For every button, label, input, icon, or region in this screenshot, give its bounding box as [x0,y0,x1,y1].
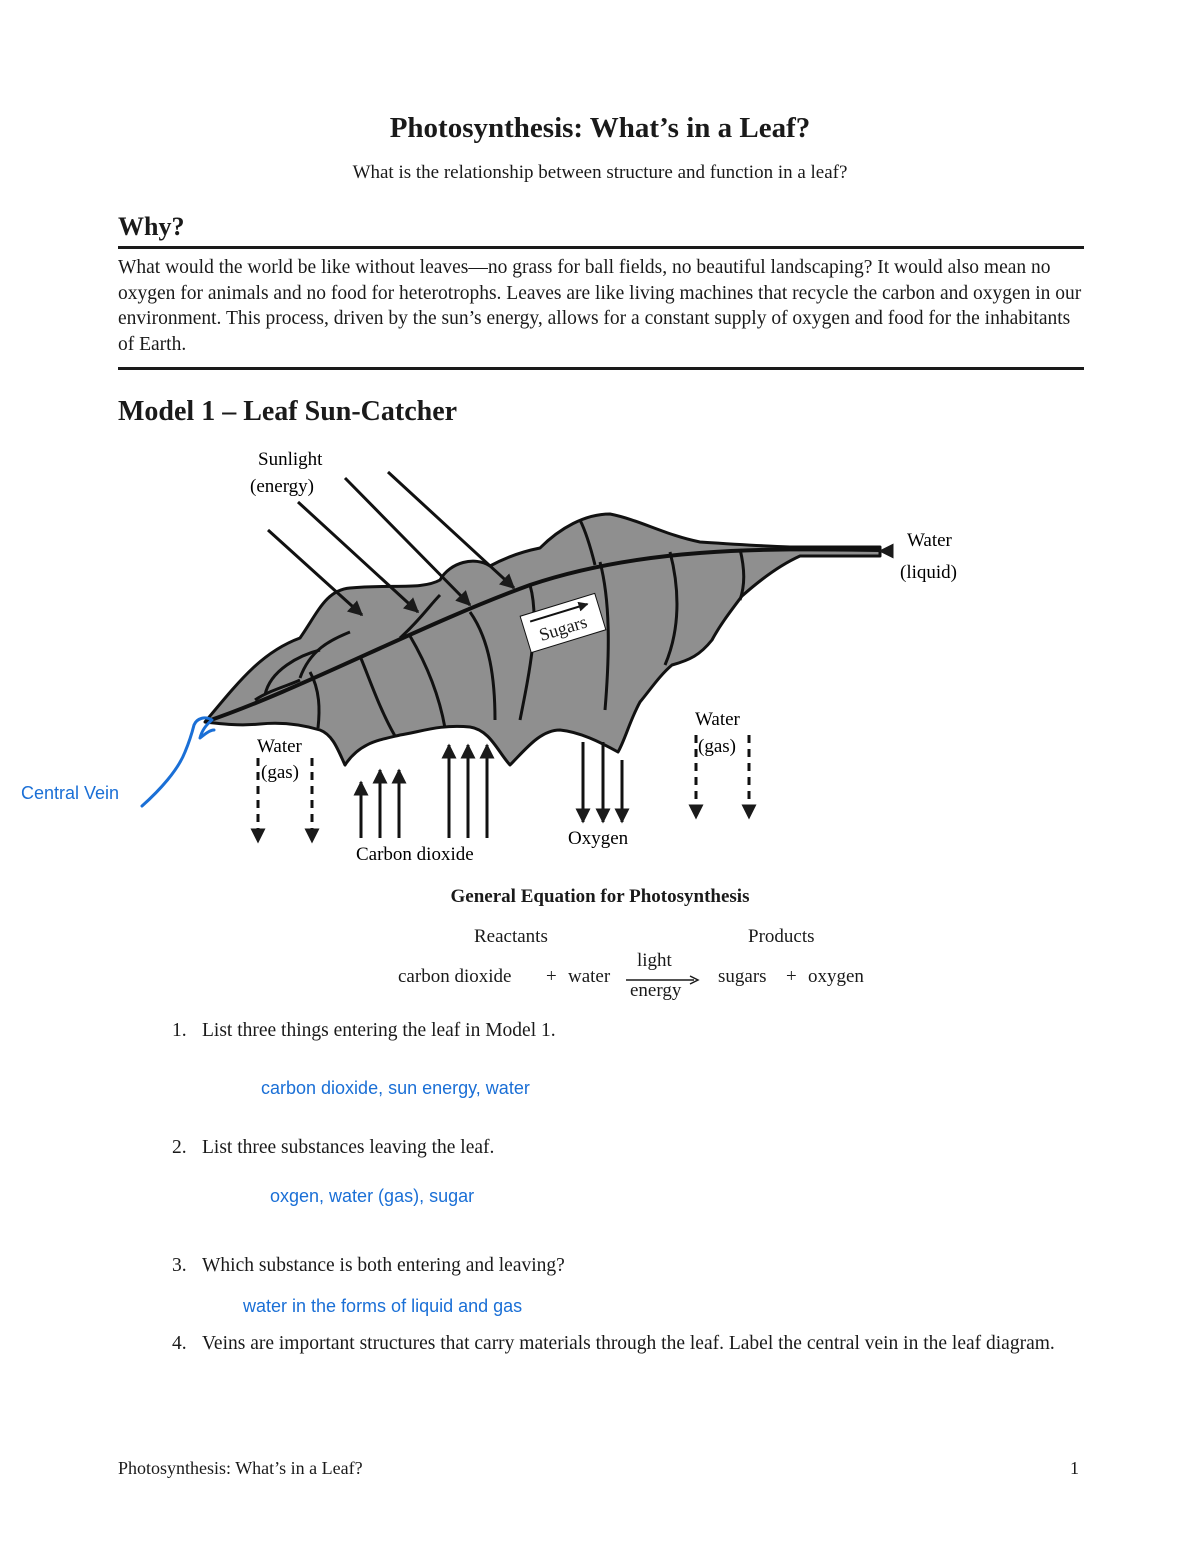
question-number: 2. [172,1137,187,1158]
sunlight-label: Sunlight [258,449,323,470]
page-title: Photosynthesis: What’s in a Leaf? [389,112,811,144]
water-gas-right-sub-label: (gas) [698,736,736,757]
carbon-dioxide-label: Carbon dioxide [356,844,474,865]
divider [118,367,1084,370]
answer-1: carbon dioxide, sun energy, water [261,1078,530,1098]
product-oxygen: oxygen [808,966,864,987]
water-liquid-sub-label: (liquid) [900,562,957,583]
page-subtitle: What is the relationship between structu… [352,162,848,183]
water-liquid-label: Water [907,530,953,551]
carbon-dioxide-arrows [353,743,495,838]
question-2: 2. List three substances leaving the lea… [172,1133,1084,1162]
water-gas-right-label: Water [695,709,741,730]
plus-sign: + [786,966,797,987]
answer-2: oxgen, water (gas), sugar [270,1186,475,1206]
central-vein-pointer [140,716,216,808]
products-label: Products [748,926,815,947]
reaction-arrow [626,975,700,985]
water-gas-left-label: Water [257,736,303,757]
oxygen-arrows [575,742,630,824]
question-number: 1. [172,1020,187,1041]
why-paragraph: What would the world be like without lea… [118,257,1082,355]
question-number: 4. [172,1333,187,1354]
question-4: 4. Veins are important structures that c… [172,1329,1084,1358]
sunlight-arrows [266,470,516,617]
plus-sign: + [546,966,557,987]
water-gas-left-arrows [250,758,320,844]
sunlight-sub-label: (energy) [250,476,314,497]
answer-3: water in the forms of liquid and gas [243,1296,523,1316]
question-1: 1. List three things entering the leaf i… [172,1016,1084,1045]
equation-title: General Equation for Photosynthesis [450,886,750,907]
page-number: 1 [1070,1458,1079,1478]
arrow-label-light: light [637,950,672,971]
divider [118,246,1084,249]
question-text: Which substance is both entering and lea… [202,1255,565,1276]
question-number: 3. [172,1255,187,1276]
arrow-label-energy: energy [630,980,682,1001]
central-vein-label: Central Vein [21,783,119,803]
why-heading: Why? [118,212,185,241]
reactant-water: water [568,966,611,987]
model-title: Model 1 – Leaf Sun-Catcher [118,396,458,427]
question-text: List three things entering the leaf in M… [202,1020,556,1041]
question-text: List three substances leaving the leaf. [202,1137,495,1158]
product-sugars: sugars [718,966,767,987]
reactant-carbon-dioxide: carbon dioxide [398,966,512,987]
side-veins [254,519,746,737]
leaf-diagram: Sugars Sunlight (energy) Water (liquid) … [21,449,957,865]
water-gas-left-sub-label: (gas) [261,762,299,783]
reactants-label: Reactants [474,926,548,947]
oxygen-label: Oxygen [568,828,629,849]
question-3: 3. Which substance is both entering and … [172,1251,1084,1280]
question-text: Veins are important structures that carr… [202,1333,1055,1354]
footer-title: Photosynthesis: What’s in a Leaf? [118,1458,363,1478]
